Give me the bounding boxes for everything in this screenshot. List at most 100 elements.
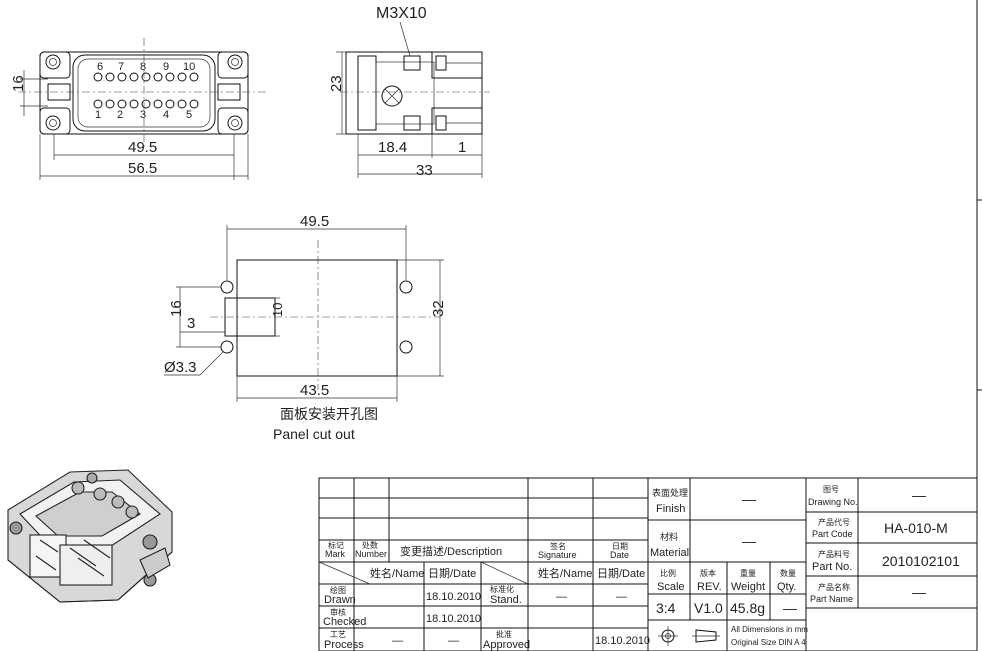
dim-front-16: 16	[10, 75, 27, 92]
dims-note-2: Original Size DIN A 4	[731, 638, 806, 647]
contact-row-bottom	[93, 99, 199, 109]
scale-value: 3:4	[656, 600, 676, 616]
rev-date-cn: 日期	[612, 542, 628, 551]
part-code-en: Part Code	[812, 529, 853, 539]
projection-symbol-icon	[658, 626, 720, 646]
approved-date: 18.10.2010	[595, 635, 650, 647]
rev-number-cn: 处数	[362, 540, 378, 550]
scale-en: Scale	[657, 581, 685, 593]
scale-cn: 比例	[660, 568, 676, 578]
part-name-en: Part Name	[810, 594, 853, 604]
material-cn: 材料	[660, 531, 678, 542]
process-date: —	[448, 635, 459, 647]
contact-number: 3	[140, 109, 146, 121]
dim-cutout-49-5: 49.5	[300, 213, 329, 230]
cutout-rect	[236, 259, 398, 377]
sign-name-label: 姓名/Name	[370, 566, 424, 580]
connector-isometric-image	[7, 469, 173, 603]
checked-en: Checked	[323, 616, 366, 628]
dim-cutout-10: 10	[270, 303, 285, 317]
process-cn: 工艺	[330, 630, 346, 639]
front-view: 6 7 8 9 10 1 2 3 4 5 49.5 56.5 16	[10, 38, 268, 180]
weight-en: Weight	[731, 581, 765, 593]
part-no-cn: 产品料号	[818, 549, 850, 559]
part-no-en: Part No.	[812, 561, 852, 573]
drawn-cn: 绘图	[330, 585, 346, 595]
drawing-no-cn: 图号	[823, 485, 839, 494]
dim-side-23: 23	[328, 75, 345, 92]
dim-side-33: 33	[416, 162, 433, 179]
sign-date2-label: 日期/Date	[597, 567, 645, 580]
dim-cutout-16: 16	[168, 300, 185, 317]
rev-number-en: Number	[355, 549, 387, 559]
contact-number: 5	[186, 109, 192, 121]
part-no-value: 2010102101	[882, 553, 960, 569]
rev-date-en: Date	[610, 550, 629, 560]
part-name-value: —	[912, 584, 926, 600]
finish-value: —	[742, 491, 756, 507]
rev-en: REV.	[697, 581, 722, 593]
dim-hole-diameter: Ø3.3	[164, 359, 197, 376]
dim-cutout-43-5: 43.5	[300, 382, 329, 399]
stand-date: —	[616, 591, 627, 603]
contact-number: 10	[183, 61, 195, 73]
contact-number: 2	[117, 109, 123, 121]
weight-cn: 重量	[740, 568, 756, 578]
panel-cutout: 49.5 43.5 32 16 3 10 Ø3.3 面板安装开孔图 Panel …	[164, 213, 447, 442]
cutout-caption-en: Panel cut out	[273, 426, 355, 442]
dim-cutout-3: 3	[187, 315, 195, 332]
stand-name: —	[556, 591, 567, 603]
contact-number: 6	[97, 61, 103, 73]
contact-number: 1	[95, 109, 101, 121]
dim-front-56-5: 56.5	[128, 160, 157, 177]
checked-cn: 审核	[330, 607, 346, 617]
dim-side-1: 1	[458, 139, 466, 156]
rev-value: V1.0	[694, 600, 723, 616]
drawing-no-en: Drawing No.	[808, 497, 858, 507]
finish-en: Finish	[656, 503, 685, 515]
rev-mark-cn: 标记	[328, 540, 344, 550]
contact-number: 9	[163, 61, 169, 73]
approved-en: Approved	[483, 639, 530, 651]
contact-number: 8	[140, 61, 146, 73]
finish-cn: 表面处理	[652, 487, 688, 498]
corner-screw-icon	[45, 54, 243, 131]
rev-cn: 版本	[700, 568, 716, 578]
rev-mark-en: Mark	[325, 549, 345, 559]
process-name: —	[392, 635, 403, 647]
central-screw-icon	[381, 85, 403, 107]
contact-number: 4	[163, 109, 169, 121]
drawn-date: 18.10.2010	[426, 591, 481, 603]
cutout-caption-cn: 面板安装开孔图	[280, 406, 378, 422]
material-en: Material	[650, 547, 689, 559]
dim-side-18-4: 18.4	[378, 139, 407, 156]
dim-front-49-5: 49.5	[128, 139, 157, 156]
checked-date: 18.10.2010	[426, 613, 481, 625]
material-value: —	[742, 533, 756, 549]
process-en: Process	[324, 639, 364, 651]
stand-cn: 标准化	[490, 584, 514, 594]
side-view: M3X10 23 18.4 1 33	[328, 5, 490, 179]
approved-cn: 批准	[496, 629, 512, 639]
sign-name2-label: 姓名/Name	[538, 566, 592, 580]
dim-cutout-32: 32	[430, 300, 447, 317]
screw-label: M3X10	[376, 5, 427, 22]
qty-value: —	[783, 600, 797, 616]
rev-description-label: 变更描述/Description	[400, 544, 502, 558]
qty-cn: 数量	[780, 568, 796, 578]
part-name-cn: 产品名称	[818, 582, 850, 592]
contact-number: 7	[118, 61, 124, 73]
title-block: 标记 Mark 处数 Number 变更描述/Description 签名 Si…	[318, 477, 978, 651]
sign-date-label: 日期/Date	[428, 567, 476, 580]
weight-value: 45.8g	[730, 600, 765, 616]
contact-row-top	[93, 72, 199, 82]
part-code-cn: 产品代号	[818, 517, 850, 527]
stand-en: Stand.	[490, 594, 522, 606]
rev-signature-en: Signature	[538, 550, 577, 560]
dims-note-1: All Dimensions in mm	[731, 625, 808, 634]
side-body	[345, 51, 483, 135]
rev-signature-cn: 签名	[550, 541, 566, 551]
qty-en: Qty.	[777, 581, 796, 593]
part-code-value: HA-010-M	[884, 520, 948, 536]
